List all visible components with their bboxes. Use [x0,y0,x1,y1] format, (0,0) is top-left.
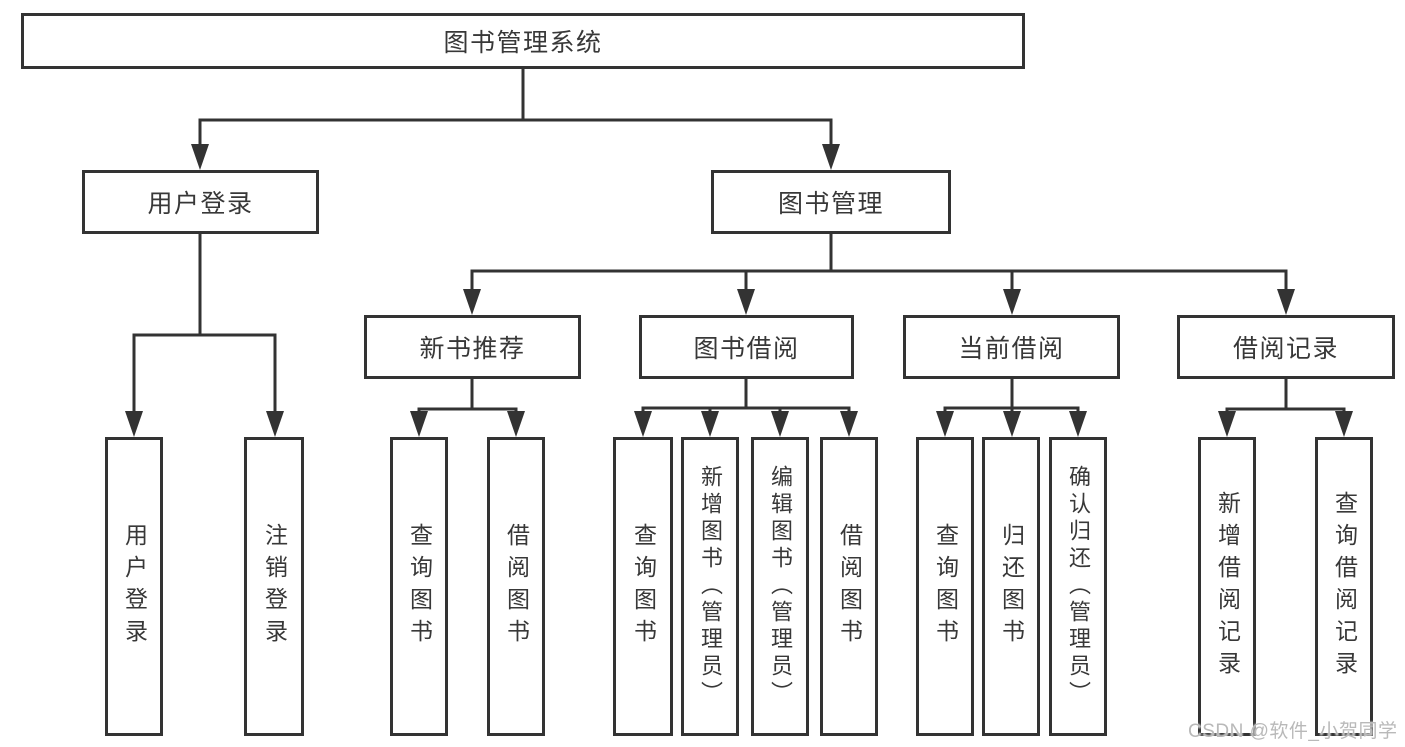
node-user-login-leaf: 用户登录 [105,437,163,736]
arrowhead-query2 [634,411,652,437]
node-add-borrow-record: 新增借阅记录 [1198,437,1256,736]
connector-records-rail [1225,407,1346,412]
arrowhead-query1 [410,411,428,437]
node-add-books-admin: 新增图书（管理员） [681,437,739,736]
node-root: 图书管理系统 [21,13,1025,69]
node-query-books-2: 查询图书 [613,437,673,736]
node-user-login: 用户登录 [82,170,319,234]
arrowhead-confirmreturn [1069,411,1087,437]
node-confirm-return-admin: 确认归还（管理员） [1049,437,1107,736]
arrowhead-borrow [737,289,755,315]
node-borrow-books-1: 借阅图书 [487,437,545,736]
arrowhead-addrecord [1218,411,1236,437]
connector-userlogin-rail [132,333,277,413]
arrowhead-borrowbook2 [840,411,858,437]
arrowhead-addbook [701,411,719,437]
node-book-borrow: 图书借阅 [639,315,854,379]
connector-level2-rail [198,118,833,146]
connector-recommend-rail [417,407,518,412]
arrowhead-current [1003,289,1021,315]
arrowhead-query3 [936,411,954,437]
arrowhead-returnbook [1003,411,1021,437]
arrowhead-editbook [771,411,789,437]
arrowhead-userlogin [191,144,209,170]
arrowhead-borrowbook1 [507,411,525,437]
node-query-books-3: 查询图书 [916,437,974,736]
arrowhead-queryrecord [1335,411,1353,437]
arrowhead-logout-leaf [266,411,284,437]
node-query-books-1: 查询图书 [390,437,448,736]
arrowhead-recommend [463,289,481,315]
node-current-borrow: 当前借阅 [903,315,1120,379]
arrowhead-records [1277,289,1295,315]
node-book-management: 图书管理 [711,170,951,234]
arrowhead-login-leaf [125,411,143,437]
connector-level3-rail [470,269,1288,291]
connector-borrow-rail [641,406,851,412]
node-new-book-recommend: 新书推荐 [364,315,581,379]
node-borrow-records: 借阅记录 [1177,315,1395,379]
node-return-books: 归还图书 [982,437,1040,736]
node-query-borrow-record: 查询借阅记录 [1315,437,1373,736]
arrowhead-bookmgmt [822,144,840,170]
arrowheads [125,144,1353,437]
node-logout-leaf: 注销登录 [244,437,304,736]
csdn-watermark: CSDN @软件_小贺同学 [1188,721,1398,742]
connector-lines [132,69,1346,413]
node-borrow-books-2: 借阅图书 [820,437,878,736]
node-edit-books-admin: 编辑图书（管理员） [751,437,809,736]
